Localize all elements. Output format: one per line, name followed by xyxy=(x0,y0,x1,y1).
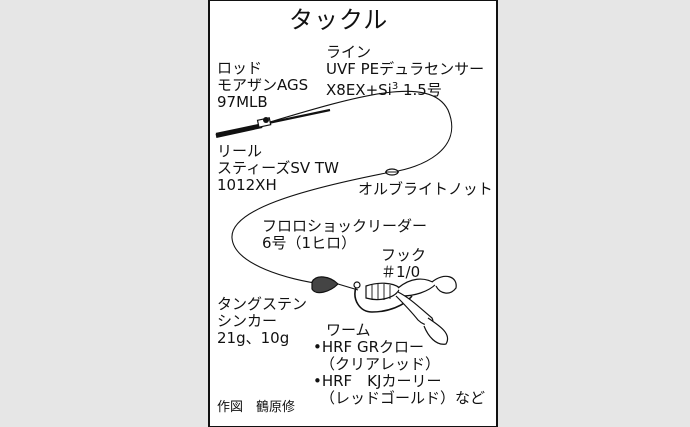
sinker-line1: タングステン xyxy=(217,295,308,313)
hook-spec: ＃1/0 xyxy=(381,263,421,281)
leader-line xyxy=(231,172,387,285)
page-title: タックル xyxy=(289,6,389,34)
reel-model: スティーズSV TW xyxy=(217,159,339,177)
sinker-line2: シンカー xyxy=(217,312,278,330)
rod-spec: 97MLB xyxy=(217,93,268,111)
rod-model: モアザンAGS xyxy=(217,76,309,94)
worm-item-2-color: （レッドゴールド）など xyxy=(320,389,486,407)
leader-spec: 6号（1ヒロ） xyxy=(262,234,357,252)
leader-name: フロロショックリーダー xyxy=(262,217,428,235)
main-line xyxy=(269,90,453,173)
illustration-credit: 作図 鶴原修 xyxy=(217,400,296,415)
worm-item-2: •HRF KJカーリー xyxy=(313,372,442,390)
knot-label: オルブライトノット xyxy=(358,180,493,198)
sinker-spec: 21g、10g xyxy=(217,329,290,347)
line-spec: X8EX+Si3 1.5号 xyxy=(326,78,442,99)
reel-label: リール xyxy=(217,142,263,160)
reel-spec: 1012XH xyxy=(217,176,277,194)
right-margin-panel xyxy=(498,0,690,427)
worm-item-1: •HRF GRクロー xyxy=(313,338,424,356)
worm-icon xyxy=(365,275,457,345)
diagram-frame xyxy=(208,0,498,427)
worm-item-1-color: （クリアレッド） xyxy=(320,355,441,373)
worm-label: ワーム xyxy=(326,321,371,339)
rod-icon xyxy=(215,108,331,138)
line-spec-suffix: 1.5号 xyxy=(398,81,442,99)
hook-label: フック xyxy=(381,246,427,264)
line-spec-superscript: 3 xyxy=(391,81,399,92)
knot-icon xyxy=(385,168,399,176)
line-label: ライン xyxy=(326,43,372,61)
left-margin-panel xyxy=(0,0,208,427)
line-name: UVF PEデュラセンサー xyxy=(326,60,485,78)
rod-label: ロッド xyxy=(217,59,263,77)
sinker-icon xyxy=(311,276,339,294)
line-spec-prefix: X8EX+Si xyxy=(326,81,392,99)
